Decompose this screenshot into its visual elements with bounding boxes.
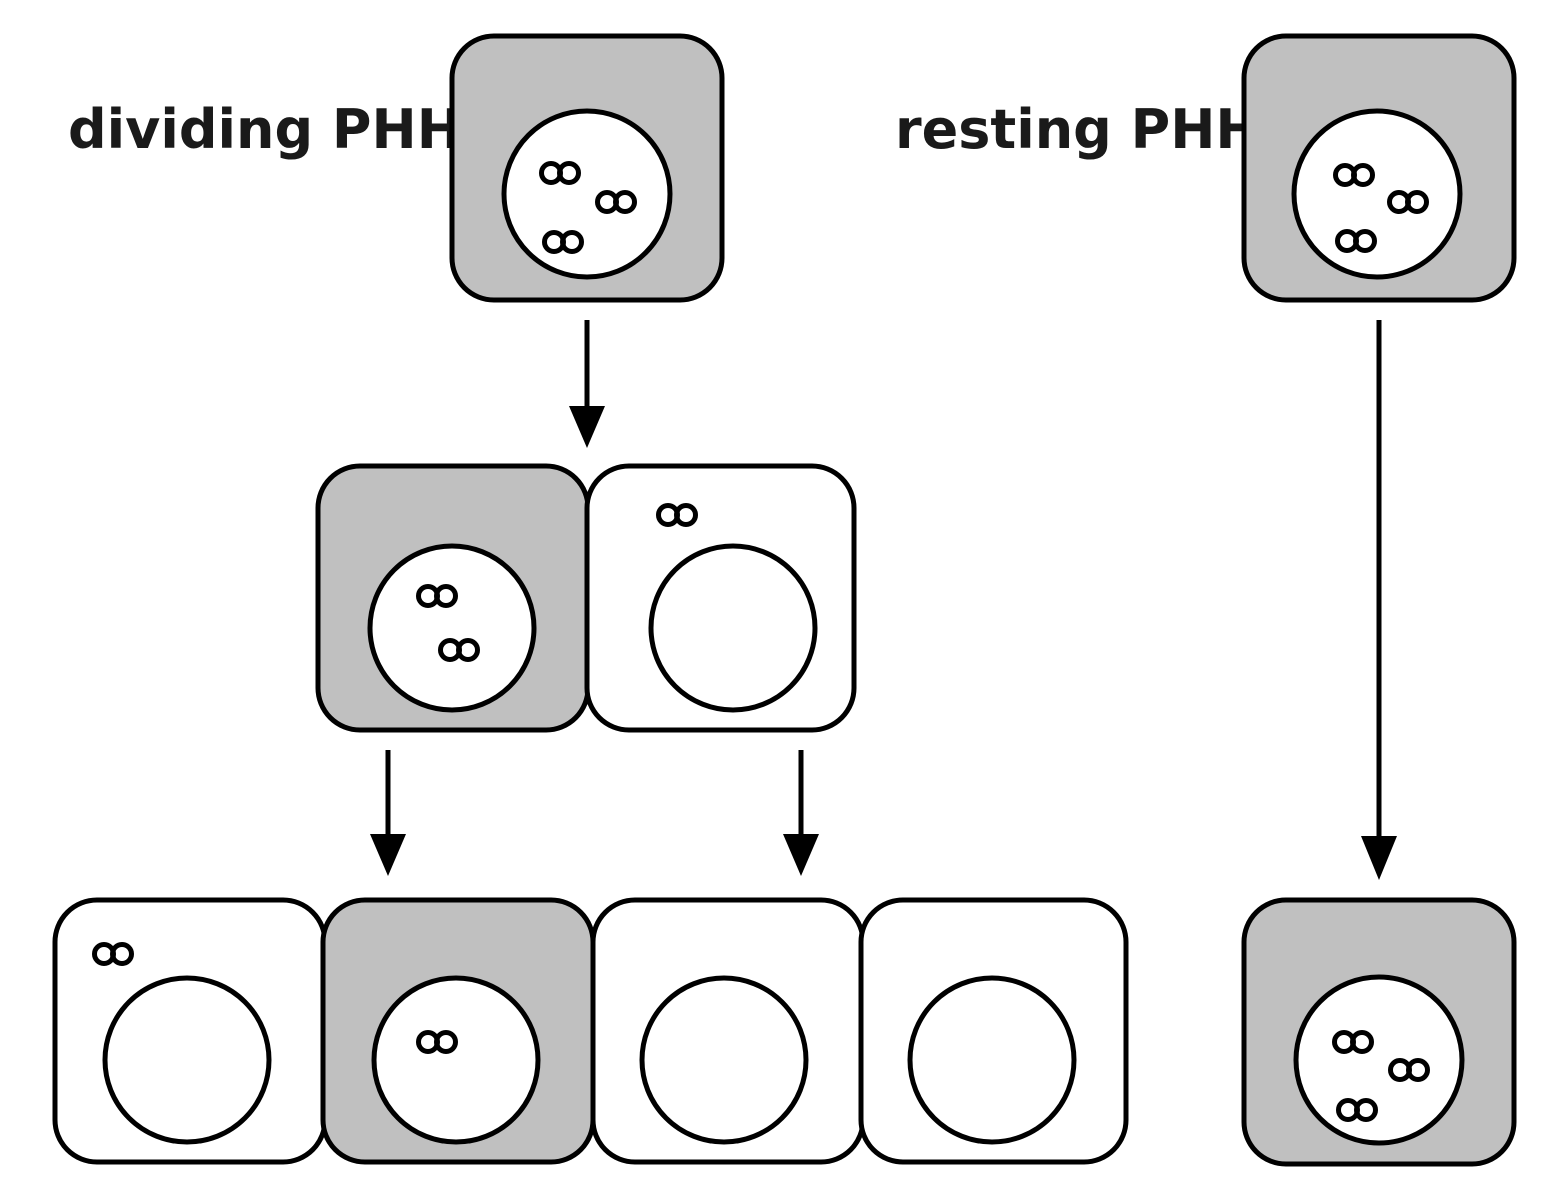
resting-phh-label: resting PHH [895, 98, 1261, 161]
gen1-shaded-cell [315, 463, 591, 733]
dividing-parent-cell [449, 33, 725, 303]
nucleus [1291, 108, 1463, 280]
gen1-plain-cell [584, 463, 857, 733]
nucleus [367, 543, 537, 713]
nucleus [102, 975, 272, 1145]
arrow-resting-to-final [1361, 320, 1397, 880]
arrow-dividing-to-gen1 [569, 320, 605, 448]
gen2-cell-4 [858, 897, 1129, 1165]
nucleus [1293, 974, 1465, 1146]
gen2-cell-3 [590, 897, 866, 1165]
arrow-gen1-left-down [370, 750, 406, 876]
nucleus [648, 543, 818, 713]
arrow-gen1-right-down [783, 750, 819, 876]
nucleus [907, 975, 1077, 1145]
resting-final-cell [1241, 897, 1517, 1167]
gen2-cell-2-shaded [320, 897, 596, 1165]
resting-parent-cell [1241, 33, 1517, 303]
nucleus [371, 975, 541, 1145]
nucleus [639, 975, 809, 1145]
dividing-phh-label: dividing PHH [68, 98, 462, 161]
gen2-cell-1 [52, 897, 328, 1165]
nucleus [501, 108, 673, 280]
